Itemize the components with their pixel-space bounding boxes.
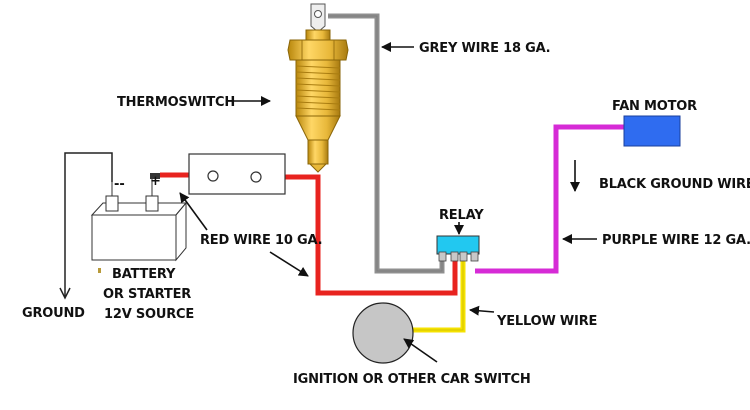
arrow-red-wire-fuse	[179, 192, 208, 231]
thermoswitch	[287, 3, 349, 173]
positive-terminal-label: +	[150, 174, 161, 189]
ignition-switch-label: IGNITION OR OTHER CAR SWITCH	[293, 372, 531, 387]
relay	[436, 235, 480, 262]
yellow-wire-label: YELLOW WIRE	[496, 314, 597, 329]
battery-label-line2: OR STARTER	[103, 287, 191, 302]
purple-wire	[475, 124, 624, 274]
thermoswitch-label: THERMOSWITCH	[117, 95, 235, 110]
negative-terminal-label: --	[114, 177, 125, 192]
fan-motor	[623, 115, 681, 147]
ground-label: GROUND	[22, 306, 85, 321]
grey-wire-label: GREY WIRE 18 GA.	[419, 41, 550, 56]
arrow-yellow-wire	[469, 305, 495, 316]
fan-motor-label: FAN MOTOR	[612, 99, 697, 114]
battery	[90, 173, 188, 262]
red-wire-relay	[258, 174, 458, 296]
relay-label: RELAY	[439, 208, 484, 223]
battery-label-line3: 12V SOURCE	[104, 307, 194, 322]
battery-tag-dot	[98, 268, 101, 273]
arrow-red-wire	[269, 251, 309, 277]
battery-label-line1: BATTERY	[112, 267, 176, 282]
red-wire-label: RED WIRE 10 GA.	[200, 233, 322, 248]
purple-wire-label: PURPLE WIRE 12 GA.	[602, 233, 750, 248]
grey-wire	[328, 13, 445, 274]
black-ground-wire-label: BLACK GROUND WIRE	[599, 177, 750, 192]
arrow-ignition-switch	[403, 338, 438, 363]
ground-wire	[64, 152, 113, 297]
inline-fuse-holder	[188, 153, 286, 195]
ignition-switch	[352, 302, 414, 364]
